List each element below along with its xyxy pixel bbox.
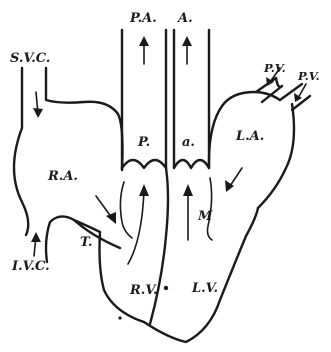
label-aortic-valve: a. (182, 135, 195, 150)
label-left-atrium: L.A. (235, 129, 264, 144)
label-pulmonary-artery: P.A. (129, 11, 157, 26)
label-left-ventricle: L.V. (191, 281, 218, 296)
lv-to-aorta-flow-arrow-head (183, 184, 193, 196)
label-pulmonary-vein-right: P.V. (297, 69, 320, 83)
rv-to-pa-flow-arrow-head (139, 184, 149, 196)
label-right-atrium: R.A. (47, 169, 78, 184)
la-to-lv-flow-arrow-shaft (230, 168, 242, 186)
label-aorta: A. (176, 11, 193, 26)
superior-vena-cava-right-wall-and-atrium-top (46, 68, 123, 170)
pa-flow-arrow-head (139, 36, 149, 46)
label-right-ventricle: R.V. (129, 283, 158, 298)
label-tricuspid-valve: T. (80, 235, 93, 250)
aortic-valve-cusps (174, 160, 209, 168)
apex-dot (118, 316, 121, 319)
interventricular-septum (150, 168, 168, 324)
rv-outflow-wall (120, 182, 132, 238)
svc-flow-arrow-head (33, 108, 43, 118)
label-pulmonary-valve: P. (137, 135, 150, 150)
rv-to-pa-flow-arrow (128, 190, 144, 264)
pulmonary-vein-connector (276, 78, 282, 87)
septum-dot (164, 286, 168, 290)
label-superior-vena-cava: S.V.C. (10, 51, 50, 66)
label-pulmonary-vein-left: P.V. (263, 61, 286, 75)
label-inferior-vena-cava: I.V.C. (11, 259, 50, 274)
superior-vena-cava-left-wall (14, 68, 28, 235)
aorta-flow-arrow-head (182, 36, 192, 46)
ivc-flow-arrow-head (31, 232, 41, 242)
ra-to-rv-flow-arrow-head (106, 212, 116, 224)
pulmonary-vein-left-upper (256, 78, 276, 92)
left-atrium-lower-wall (258, 104, 294, 208)
label-mitral-valve: M (197, 209, 213, 224)
pulmonary-valve-cusps (122, 160, 166, 168)
